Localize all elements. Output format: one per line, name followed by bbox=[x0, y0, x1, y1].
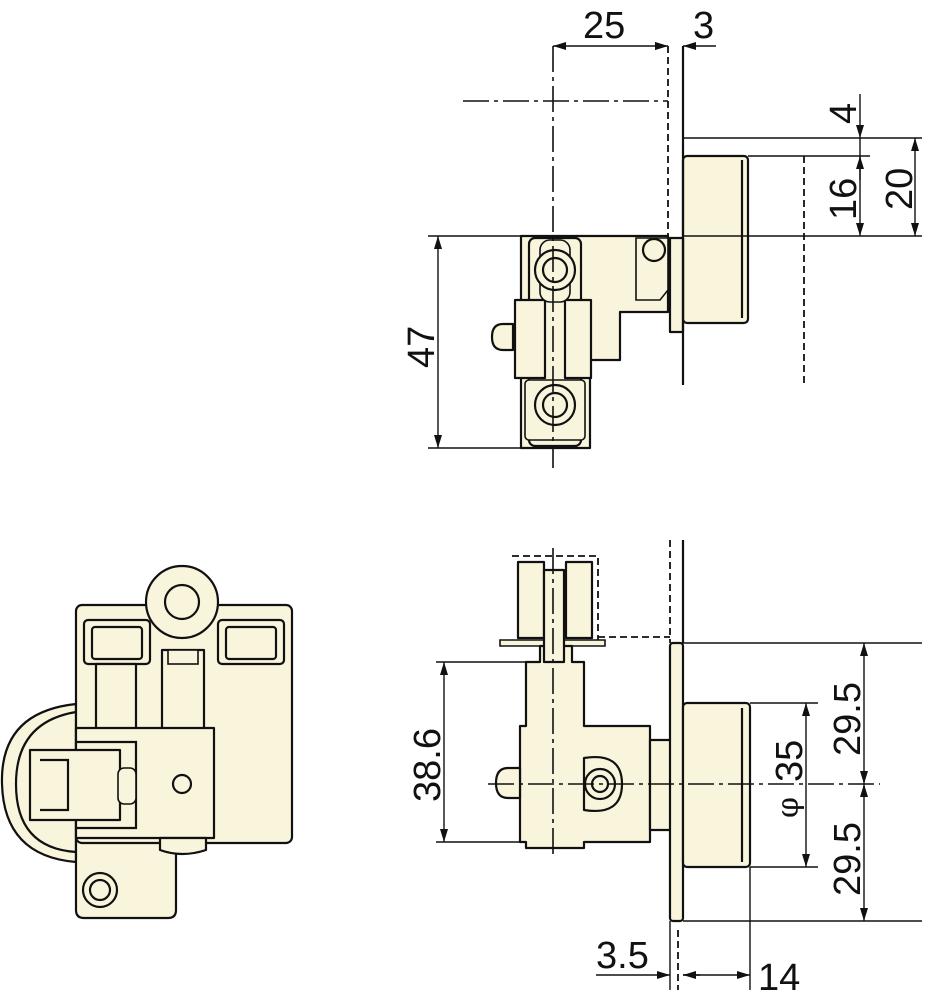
top-side-knob bbox=[490, 322, 515, 352]
dim-top-gap: 4 bbox=[823, 103, 865, 124]
dim-outer-height: 20 bbox=[879, 168, 921, 210]
dim-front-body-height: 38.6 bbox=[407, 728, 449, 802]
dim-diameter: 35 bbox=[769, 740, 811, 782]
front-flange bbox=[668, 641, 685, 923]
dim-offset-width: 25 bbox=[583, 5, 625, 47]
side-small-hole bbox=[171, 773, 193, 795]
dim-plate-thickness: 3 bbox=[693, 5, 714, 47]
dim-cylinder-depth: 14 bbox=[758, 957, 800, 999]
top-view: 25 3 4 16 20 47 bbox=[401, 5, 922, 468]
top-mounting-plate bbox=[668, 236, 685, 334]
top-small-hole bbox=[641, 237, 667, 263]
front-shaft bbox=[542, 568, 566, 664]
dim-inner-height: 16 bbox=[823, 178, 865, 220]
dim-lower-half: 29.5 bbox=[827, 822, 869, 896]
dim-upper-half: 29.5 bbox=[827, 682, 869, 756]
dim-diameter-symbol: φ bbox=[771, 797, 806, 818]
top-cylinder-head bbox=[681, 154, 750, 325]
front-view: 38.6 29.5 29.5 φ 35 3.5 14 bbox=[407, 540, 922, 999]
front-cylinder bbox=[681, 701, 752, 869]
dim-body-height: 47 bbox=[401, 326, 443, 368]
front-main-body bbox=[518, 644, 652, 850]
dim-flange-thickness: 3.5 bbox=[596, 935, 649, 977]
side-view bbox=[0, 564, 294, 920]
